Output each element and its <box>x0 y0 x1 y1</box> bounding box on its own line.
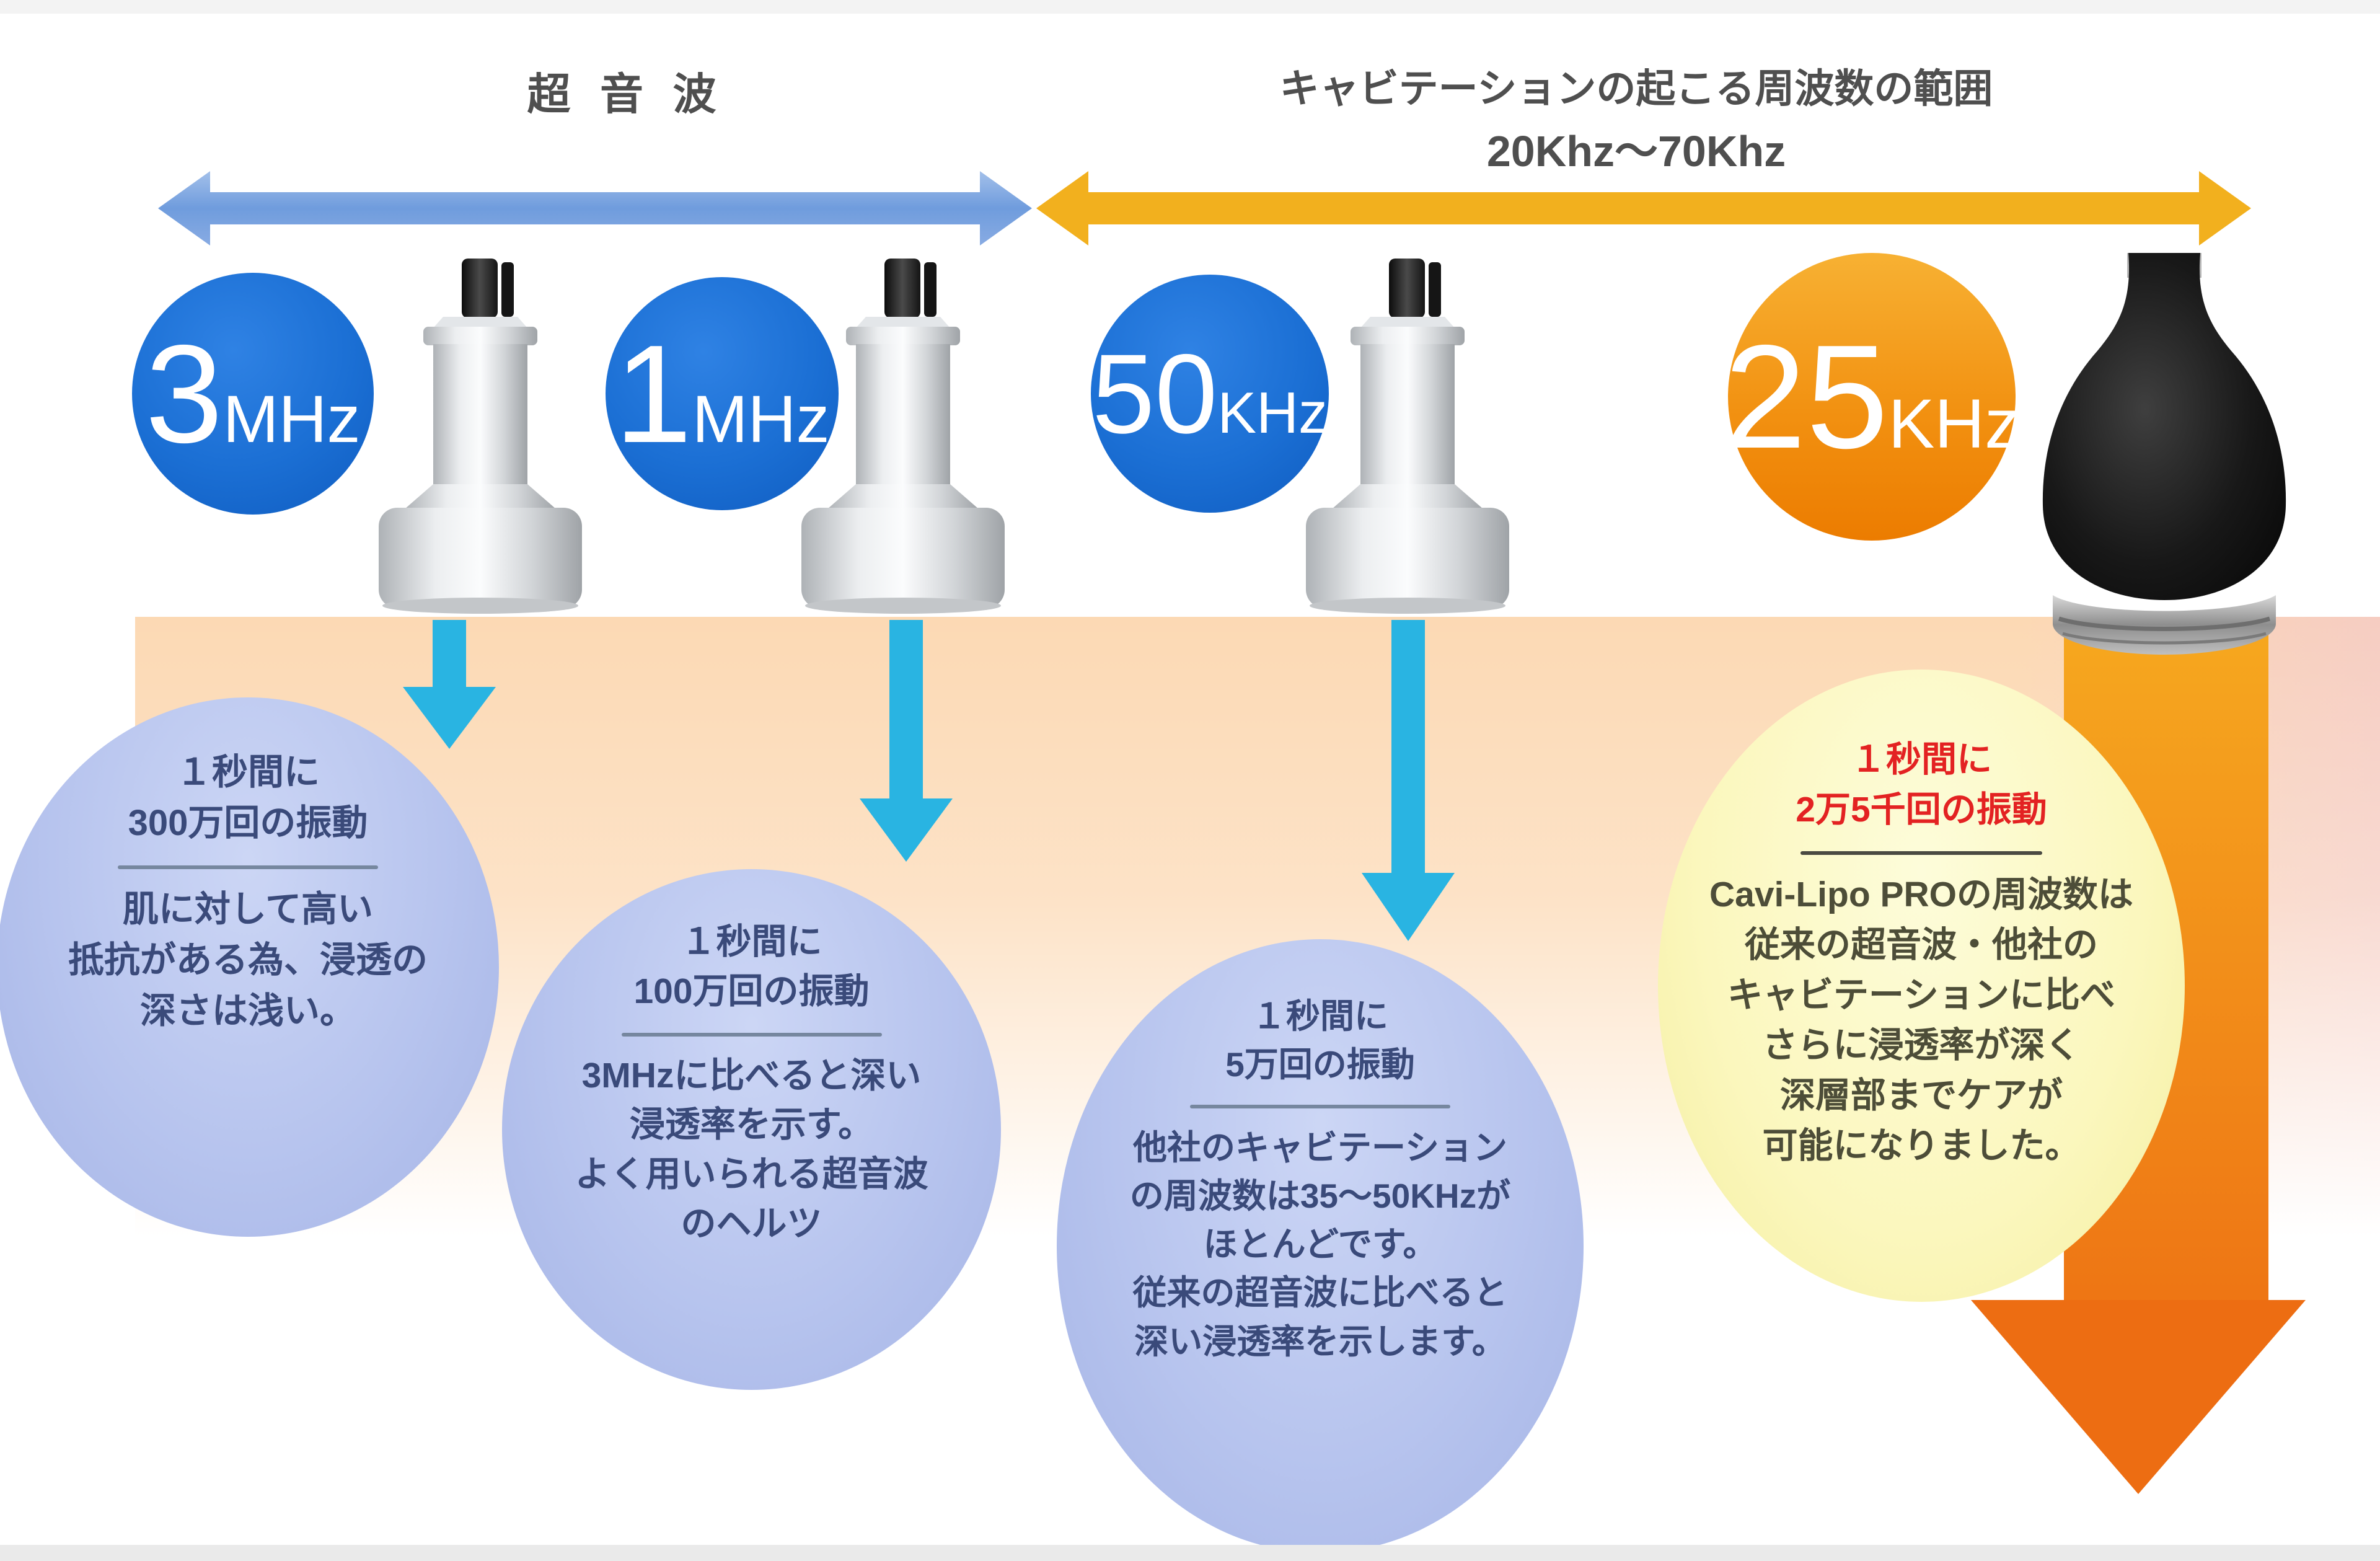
bubble-divider <box>118 865 378 869</box>
bubble-body-line: 深さは浅い。 <box>139 991 356 1032</box>
info-bubble-25khz-cavilipo: １秒間に 2万5千回の振動 Cavi-Lipo PROの周波数は 従来の超音波・… <box>1658 670 2185 1302</box>
frequency-value: 3 <box>145 315 223 472</box>
cavitation-range-arrow-icon <box>1036 171 2251 245</box>
bubble-body-line: さらに浸透率が深く <box>1762 1025 2081 1065</box>
bubble-title-line: 5万回の振動 <box>1225 1045 1415 1084</box>
bubble-body-line: の周波数は35〜50KHzが <box>1129 1177 1511 1216</box>
bubble-title-line: １秒間に <box>175 752 320 792</box>
down-arrow-icon <box>403 620 496 749</box>
ultrasound-handpiece-icon <box>1306 259 1509 614</box>
bubble-body-line: 抵抗がある為、浸透の <box>68 940 428 981</box>
bubble-body-line: ほとんどです。 <box>1203 1225 1437 1264</box>
bubble-body-line: 深層部までケアが <box>1780 1075 2063 1115</box>
bubble-title-line: １秒間に <box>1251 997 1388 1035</box>
bubble-body-line: よく用いられる超音波 <box>575 1154 928 1195</box>
bubble-divider <box>621 1032 882 1037</box>
frequency-value: 1 <box>614 315 692 472</box>
bubble-divider <box>1800 851 2042 855</box>
bubble-body-line: のヘルツ <box>681 1203 822 1244</box>
bubble-body-line: キャビテーションに比べ <box>1727 975 2115 1015</box>
info-bubble-50khz: １秒間に 5万回の振動 他社のキャビテーション の周波数は35〜50KHzが ほ… <box>1057 939 1584 1553</box>
bubble-body-line: 可能になりました。 <box>1762 1125 2081 1165</box>
bottom-border-strip <box>0 1545 2380 1561</box>
ultrasound-section-title: 超 音 波 <box>527 70 725 118</box>
bubble-body-line: Cavi-Lipo PROの周波数は <box>1709 874 2134 914</box>
bubble-body-line: 3MHzに比べると深い <box>581 1055 922 1095</box>
bubble-body-line: 深い浸透率を示します。 <box>1134 1322 1506 1361</box>
bubble-body-line: 従来の超音波に比べると <box>1132 1273 1508 1312</box>
bubble-title-line: １秒間に <box>681 922 822 962</box>
info-bubble-1mhz: １秒間に 100万回の振動 3MHzに比べると深い 浸透率を示す。 よく用いられ… <box>502 869 1001 1390</box>
bubble-title-line: 100万回の振動 <box>633 971 870 1011</box>
down-arrow-icon <box>860 620 953 862</box>
bubble-title-line: １秒間に <box>1851 740 1992 779</box>
ultrasound-handpiece-icon <box>379 259 582 614</box>
bubble-title-line: 300万回の振動 <box>128 803 368 844</box>
bubble-divider <box>1190 1105 1450 1109</box>
frequency-value: 25 <box>1724 314 1889 479</box>
frequency-unit: KHz <box>1217 380 1328 445</box>
bubble-body-line: 肌に対して高い <box>122 888 374 929</box>
cavitation-frequency-range: 20Khz〜70Khz <box>1486 127 1786 175</box>
frequency-unit: KHz <box>1888 384 2020 462</box>
bubble-body-line: 浸透率を示す。 <box>629 1105 874 1145</box>
bubble-body-line: 従来の超音波・他社の <box>1745 924 2098 965</box>
ultrasound-range-arrow-icon <box>158 171 1032 245</box>
top-border-strip <box>0 0 2380 14</box>
down-arrow-icon <box>1362 620 1455 941</box>
frequency-value: 50 <box>1091 330 1218 457</box>
cavitation-head-icon <box>2042 253 2286 655</box>
frequency-unit: MHz <box>223 381 361 456</box>
frequency-unit: MHz <box>692 381 830 456</box>
bubble-title-line: 2万5千回の振動 <box>1796 789 2047 829</box>
ultrasound-handpiece-icon <box>801 259 1005 614</box>
info-bubble-3mhz: １秒間に 300万回の振動 肌に対して高い 抵抗がある為、浸透の 深さは浅い。 <box>0 697 499 1237</box>
cavitation-section-title: キャビテーションの起こる周波数の範囲 <box>1279 66 1993 111</box>
bubble-body-line: 他社のキャビテーション <box>1133 1128 1507 1167</box>
